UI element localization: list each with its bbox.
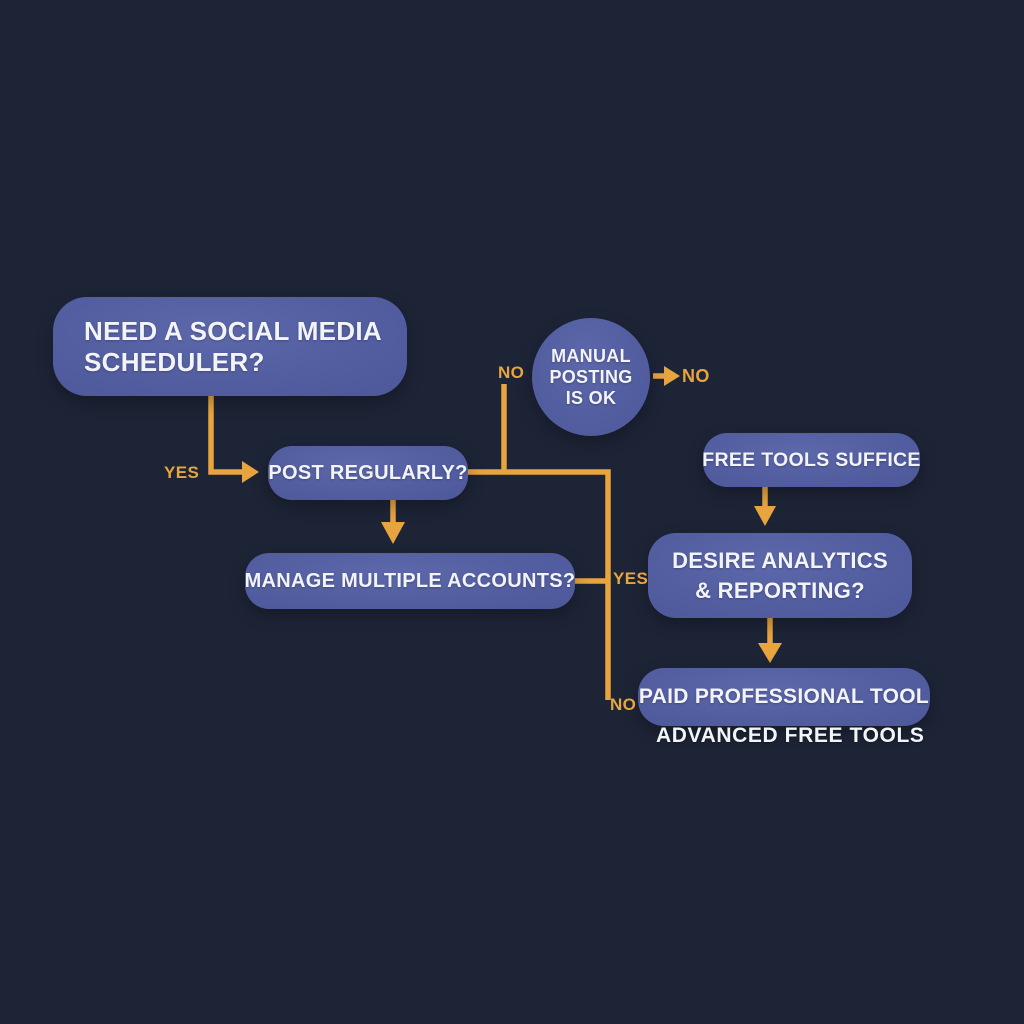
node-post-regularly: POST REGULARLY? [268, 446, 468, 500]
node-text-line: MANUAL [551, 345, 631, 366]
node-text-line: DESIRE ANALYTICS [672, 547, 888, 573]
node-text-line: POSTING [549, 366, 633, 387]
node-manual-posting-is-ok-circle: MANUAL POSTING IS OK [532, 318, 650, 436]
label-advanced-free-tools: ADVANCED FREE TOOLS [656, 724, 925, 747]
edge-post-regularly-right-connector [468, 469, 611, 700]
edge-label-no: NO [682, 366, 710, 386]
edge-label-no: NO [610, 695, 637, 714]
edge-label-no: NO [498, 363, 525, 382]
node-text-line: FREE TOOLS SUFFICE [702, 448, 921, 471]
node-manage-multiple-accounts: MANAGE MULTIPLE ACCOUNTS? [245, 553, 575, 609]
edge-manual-circle-no-arrow [653, 366, 680, 386]
edge-free-tools-to-desire-analytics [754, 487, 776, 526]
edge-label-yes: YES [613, 569, 649, 588]
edge-post-regularly-to-manage [381, 500, 405, 544]
node-paid-professional-tool: PAID PROFESSIONAL TOOL [638, 668, 930, 726]
node-text-line: MANAGE MULTIPLE ACCOUNTS? [244, 569, 576, 592]
node-need-social-media-scheduler: NEED A SOCIAL MEDIA SCHEDULER? [53, 297, 407, 396]
node-text-line: NEED A SOCIAL MEDIA [84, 315, 382, 346]
node-free-tools-suffice: FREE TOOLS SUFFICE [702, 433, 921, 487]
edge-desire-analytics-to-paid-tool [758, 618, 782, 663]
node-text-line: & REPORTING? [695, 577, 865, 603]
node-text-line: POST REGULARLY? [268, 461, 468, 484]
node-text-line: PAID PROFESSIONAL TOOL [638, 685, 930, 708]
node-desire-analytics-reporting: DESIRE ANALYTICS & REPORTING? [648, 533, 912, 618]
edge-label-yes: YES [164, 463, 200, 482]
edge-start-to-post-regularly [208, 396, 259, 483]
node-text-line: IS OK [565, 387, 617, 408]
node-text-line: SCHEDULER? [84, 346, 265, 377]
